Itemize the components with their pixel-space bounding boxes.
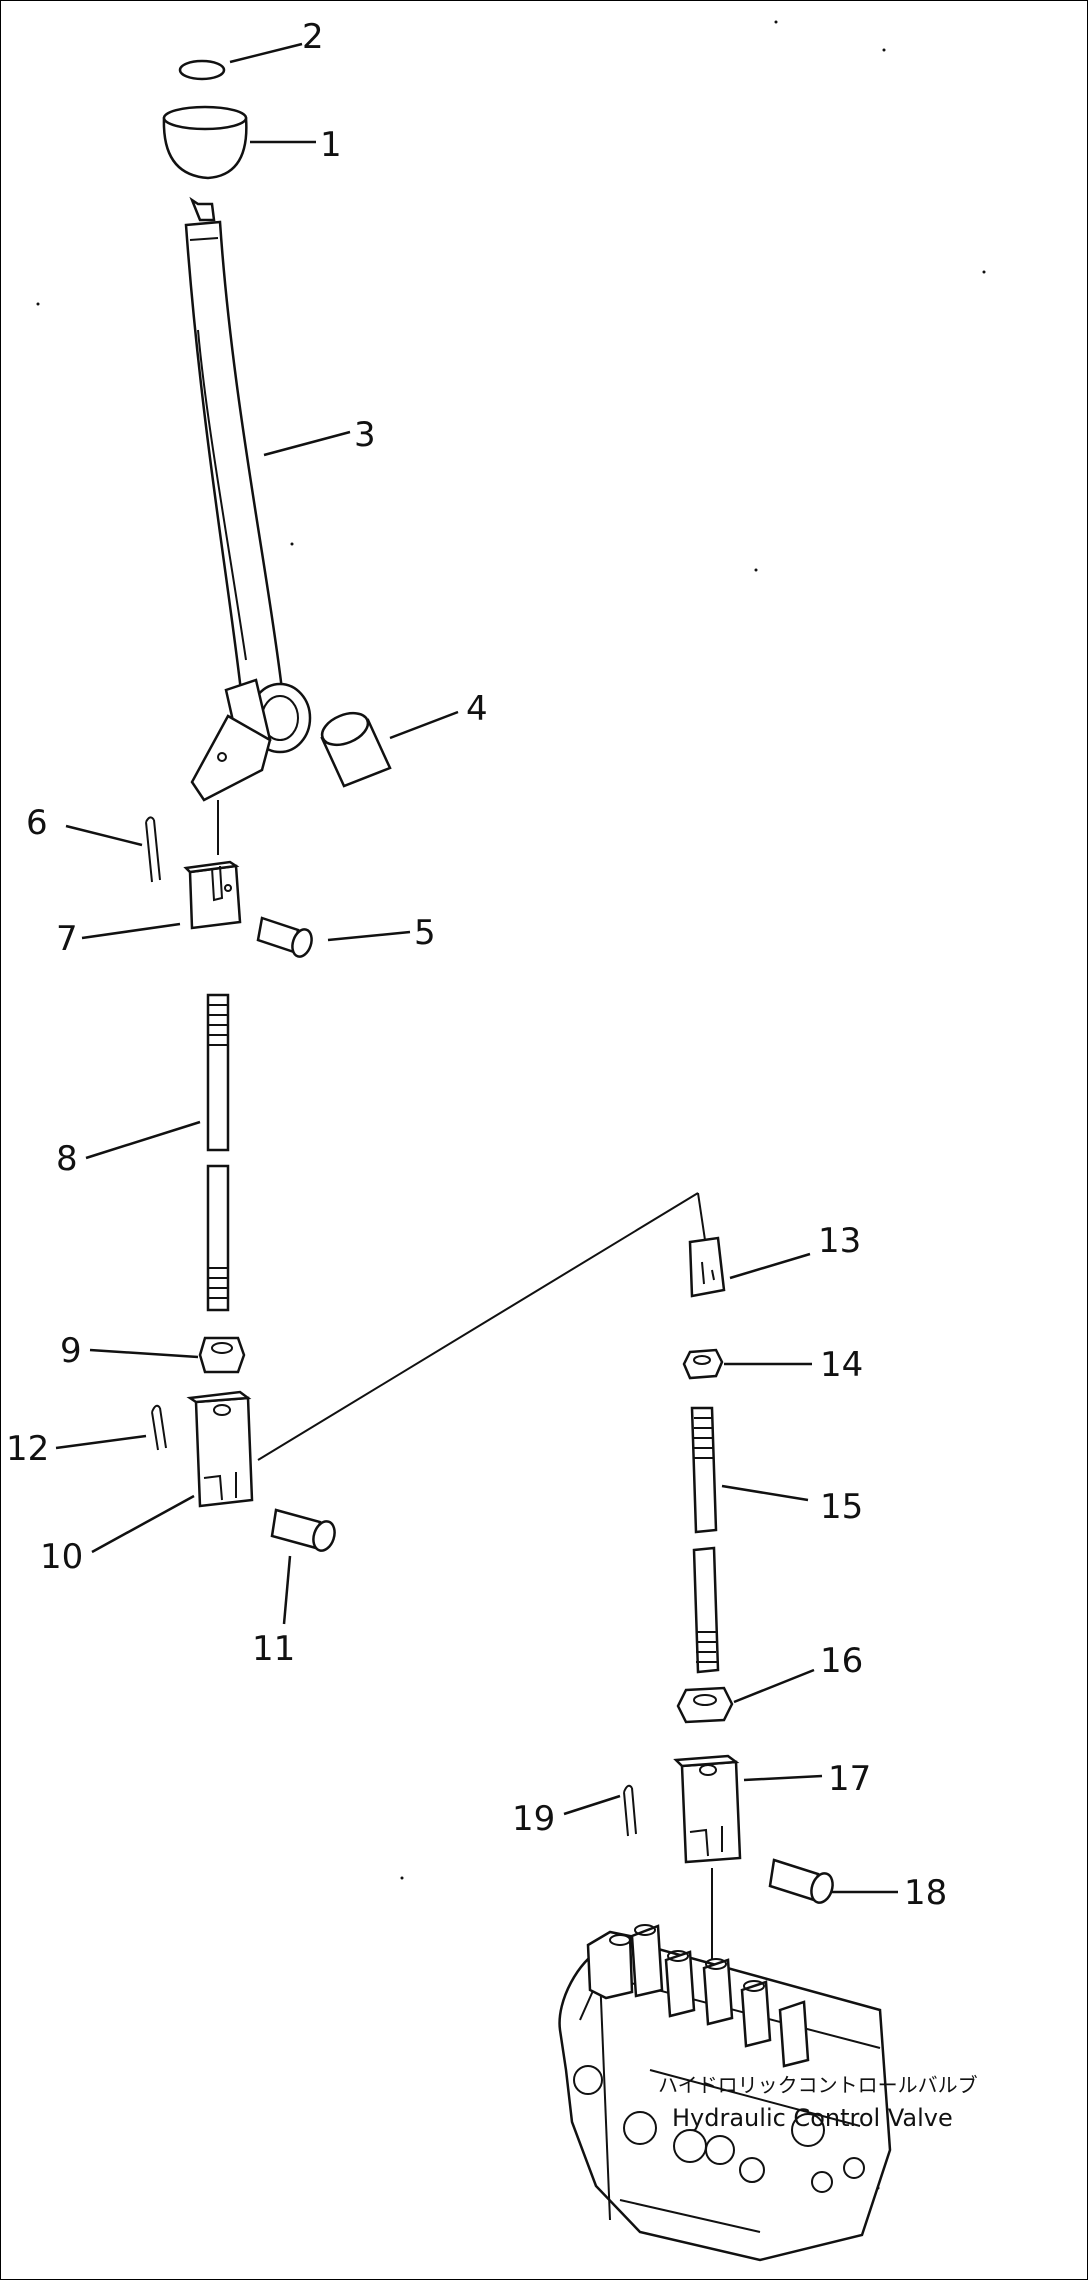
part-6-cotter-pin — [145, 816, 161, 883]
callout-15: 15 — [820, 1487, 863, 1527]
callout-16: 16 — [820, 1641, 863, 1681]
part-2-ring — [178, 59, 226, 81]
callout-19: 19 — [512, 1799, 555, 1839]
part-4-bushing — [320, 711, 392, 788]
part-13-yoke-end — [688, 1236, 726, 1298]
part-14-nut — [682, 1348, 724, 1380]
hydraulic-control-valve — [558, 1924, 892, 2262]
part-8-rod — [206, 993, 230, 1312]
part-7-clevis — [183, 860, 242, 930]
part-3-lever — [184, 196, 312, 802]
callout-12: 12 — [6, 1429, 49, 1469]
callout-14: 14 — [820, 1345, 863, 1385]
callout-8: 8 — [56, 1139, 78, 1179]
callout-17: 17 — [828, 1759, 871, 1799]
assembly-link-line — [257, 1192, 699, 1461]
callout-4: 4 — [466, 689, 488, 729]
part-9-nut — [198, 1336, 246, 1374]
callout-5: 5 — [414, 913, 436, 953]
part-19-cotter-pin — [623, 1784, 637, 1837]
scan-specks — [36, 20, 986, 2190]
part-11-pin — [270, 1508, 336, 1552]
callout-18: 18 — [904, 1873, 947, 1913]
valve-label-jp: ハイドロリックコントロールバルブ — [658, 2073, 978, 2097]
callout-13: 13 — [818, 1221, 861, 1261]
part-12-cotter-pin — [151, 1404, 167, 1451]
part-5-pin — [256, 916, 313, 958]
part-16-nut — [676, 1686, 734, 1724]
callout-10: 10 — [40, 1537, 83, 1577]
callout-6: 6 — [26, 803, 48, 843]
valve-label-en: Hydraulic Control Valve — [672, 2104, 953, 2132]
part-17-clevis — [673, 1754, 742, 1864]
callout-3: 3 — [354, 415, 376, 455]
callout-9: 9 — [60, 1331, 82, 1371]
part-10-clevis — [186, 1390, 254, 1508]
part-1-knob — [162, 105, 248, 180]
leader-lines — [55, 42, 898, 1894]
part-15-rod — [690, 1406, 720, 1674]
part-18-pin — [768, 1858, 834, 1904]
callout-11: 11 — [252, 1629, 295, 1669]
assembly-link-line-2 — [697, 1192, 706, 1241]
callout-7: 7 — [56, 919, 78, 959]
callout-2: 2 — [302, 17, 324, 57]
callout-1: 1 — [320, 125, 342, 165]
